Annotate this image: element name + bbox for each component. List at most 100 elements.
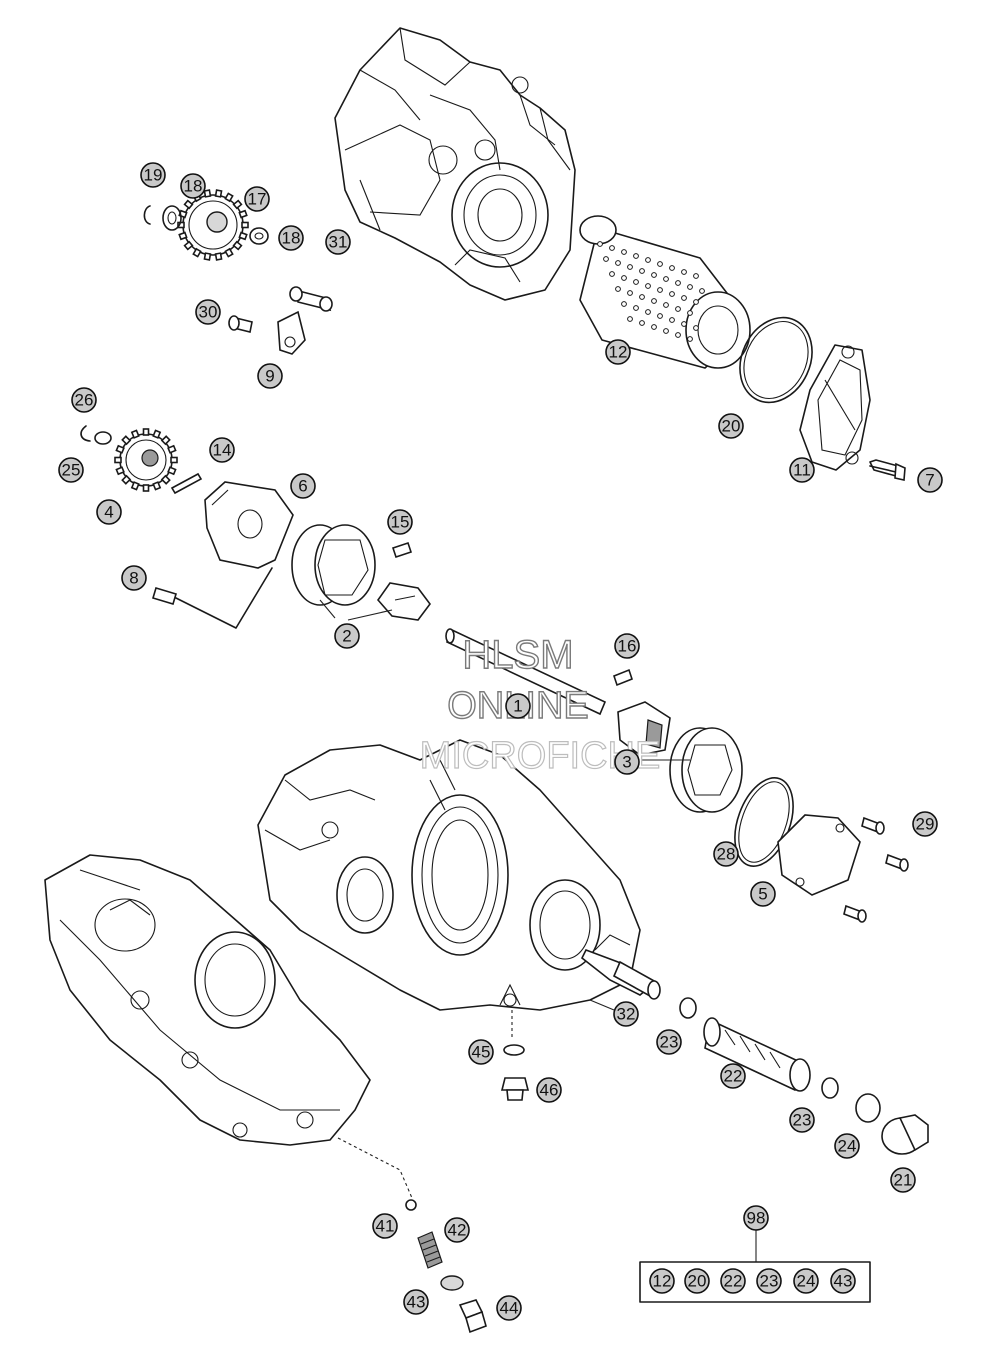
svg-text:32: 32 [617,1005,636,1024]
kit-item: 24 [793,1268,819,1294]
gear-tooth [241,221,249,229]
kit-item: 23 [756,1268,782,1294]
callout-29: 29 [912,811,938,837]
oring-24 [855,1093,881,1123]
callout-28: 28 [713,841,739,867]
callout-21: 21 [890,1167,916,1193]
ball-41 [405,1199,417,1211]
callout-22: 22 [720,1063,746,1089]
svg-text:7: 7 [925,471,934,490]
washer-43 [440,1275,464,1291]
callout-15: 15 [387,509,413,535]
gear-tooth [115,444,125,454]
washer-18b [249,227,269,245]
callout-98: 98 [743,1205,769,1231]
pump-cover-6 [204,481,294,569]
perforation [693,325,699,331]
perforation [639,294,645,300]
crankcase-left [44,854,371,1146]
perforation [681,321,687,327]
gear-tooth [178,231,188,241]
perforation [687,284,693,290]
kit-item: 20 [684,1268,710,1294]
callout-42: 42 [444,1217,470,1243]
oring-45 [503,1044,525,1056]
svg-text:45: 45 [472,1043,491,1062]
crankcase-center [257,739,641,1011]
perforation [633,305,639,311]
oil-filter [579,215,751,369]
svg-text:8: 8 [129,569,138,588]
circlip-19 [143,205,151,225]
spring-42 [417,1231,443,1269]
oring-20 [739,316,813,404]
upper-engine-housing [334,27,576,301]
sleeve-32 [580,948,661,1000]
callout-30: 30 [195,299,221,325]
svg-text:6: 6 [298,477,307,496]
perforation [615,286,621,292]
perforation [669,291,675,297]
perforation [663,302,669,308]
filter-cover [799,344,871,471]
callout-23a: 23 [656,1029,682,1055]
perforation [693,299,699,305]
gear-tooth [142,428,150,436]
pin-14 [170,472,203,495]
svg-text:19: 19 [144,166,163,185]
svg-text:16: 16 [618,637,637,656]
perforation [657,313,663,319]
gear-tooth [238,209,248,219]
callout-25: 25 [58,457,84,483]
perforation [639,268,645,274]
perforation [657,287,663,293]
gear-tooth [232,240,243,251]
callout-4: 4 [96,499,122,525]
kit-item: 22 [720,1268,746,1294]
callout-31: 31 [325,229,351,255]
svg-text:22: 22 [724,1272,743,1291]
shaft-1 [445,628,607,716]
callout-41: 41 [372,1213,398,1239]
perforation [609,245,615,251]
gear-tooth [167,466,177,476]
gear-tooth [152,429,162,439]
svg-text:46: 46 [540,1081,559,1100]
perforation [687,310,693,316]
svg-text:29: 29 [916,815,935,834]
perforation [663,276,669,282]
svg-text:42: 42 [448,1221,467,1240]
perforation [651,324,657,330]
perforation [651,298,657,304]
callout-12: 12 [605,339,631,365]
callout-46: 46 [536,1077,562,1103]
gear-tooth [183,240,194,251]
callout-18a: 18 [180,173,206,199]
gear-tooth [232,199,243,210]
svg-text:20: 20 [688,1272,707,1291]
perforation [639,320,645,326]
perforation [621,249,627,255]
callout-43: 43 [403,1289,429,1315]
svg-text:3: 3 [622,753,631,772]
kit-box [639,1261,871,1303]
svg-text:31: 31 [329,233,348,252]
svg-text:44: 44 [500,1299,519,1318]
gear-tooth [203,189,212,198]
perforation [687,336,693,342]
perforation [597,241,603,247]
svg-text:26: 26 [75,391,94,410]
screws-29 [843,816,909,923]
perforation [645,309,651,315]
perforation [645,257,651,263]
callout-16: 16 [614,633,640,659]
gear-tooth [192,247,202,258]
gear-tooth [238,231,248,241]
perforation [657,261,663,267]
gear-4 [114,428,178,492]
gear-tooth [115,466,125,476]
svg-text:5: 5 [758,885,767,904]
gear-tooth [130,481,140,491]
svg-text:23: 23 [760,1272,779,1291]
